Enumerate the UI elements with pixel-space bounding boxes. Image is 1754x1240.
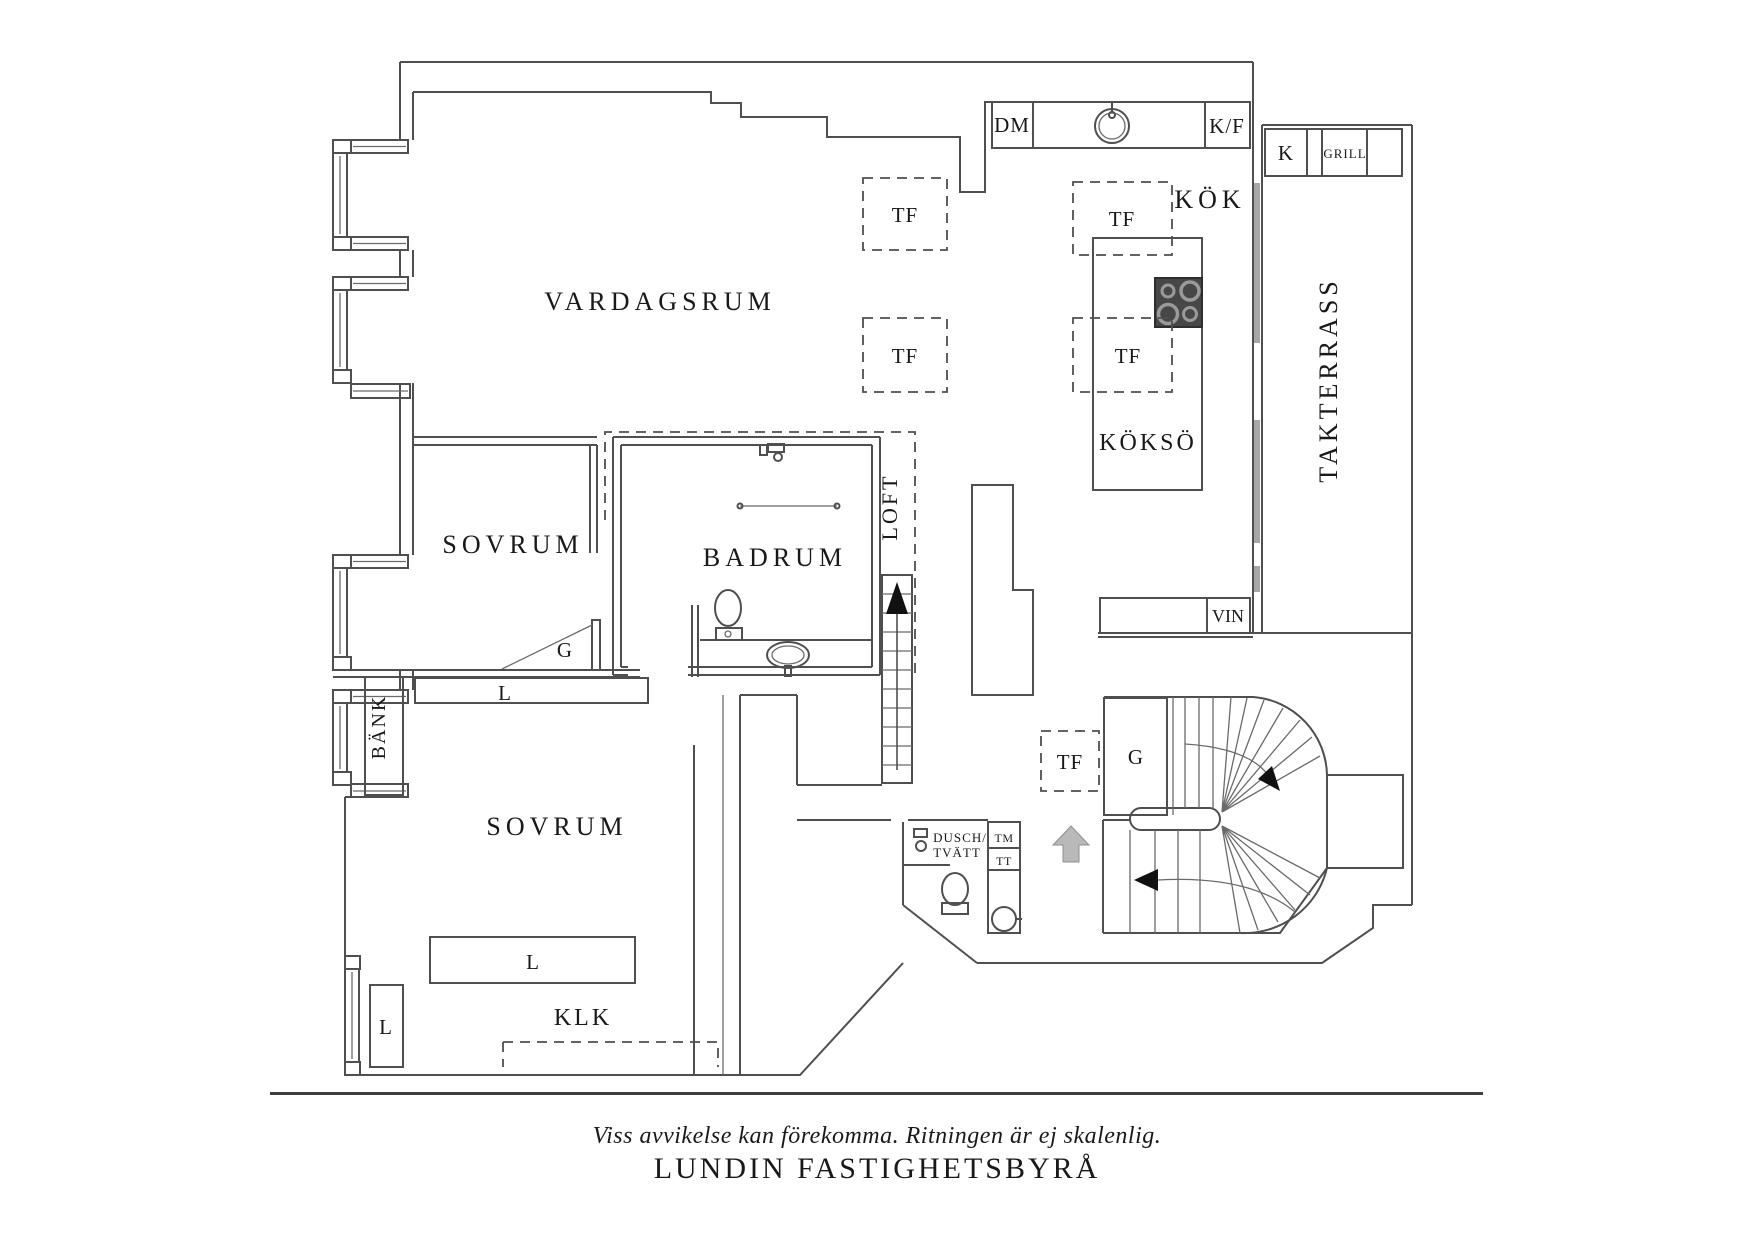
footer-brand: LUNDIN FASTIGHETSBYRÅ	[654, 1152, 1101, 1185]
label-wardrobe-1: G	[557, 638, 573, 662]
bathroom	[612, 436, 881, 677]
low-wardrobe-2	[429, 936, 636, 984]
skylight-icon	[862, 177, 948, 251]
bench-box	[364, 676, 404, 796]
labels: VARDAGSRUM KÖK KÖKSÖ TAKTERRASS SOVRUM S…	[367, 113, 1366, 1039]
window-bays	[332, 139, 411, 1076]
window-bay-icon	[344, 955, 361, 1076]
label-dishwasher: DM	[994, 113, 1030, 137]
skylight-icon	[1072, 181, 1173, 256]
shower-mixer-icon	[759, 443, 785, 462]
shower-rod-icon	[736, 502, 841, 510]
shower-laundry-room	[902, 821, 1022, 964]
low-wardrobe-3	[369, 984, 404, 1068]
kitchen-sink-icon	[1094, 102, 1130, 144]
bedroom2-closet	[369, 936, 719, 1068]
window-bay-icon	[332, 276, 411, 399]
label-dryer: TT	[996, 854, 1012, 868]
label-fridge: K	[1278, 141, 1294, 165]
corridor-walls	[693, 694, 988, 1075]
storage-furniture	[364, 676, 649, 796]
entry-arrow-icon	[1051, 825, 1091, 863]
toilet-icon	[941, 872, 969, 915]
label-skylight-3: TF	[892, 344, 919, 368]
label-linen-2: L	[526, 950, 540, 974]
label-wardrobe-2: G	[1128, 745, 1144, 769]
label-skylight-4: TF	[1115, 344, 1142, 368]
label-washer: TM	[995, 831, 1014, 845]
stair-down-arrow-icon	[1258, 766, 1280, 791]
label-skylight-2: TF	[1109, 207, 1136, 231]
laundry-sink-icon	[991, 906, 1022, 932]
outer-walls	[344, 61, 1413, 1076]
room-label-kokso: KÖKSÖ	[1099, 430, 1197, 456]
label-fridge-freezer: K/F	[1209, 114, 1245, 138]
footer-disclaimer: Viss avvikelse kan förekomma. Ritningen …	[593, 1123, 1162, 1149]
loft-stair-icon	[881, 574, 913, 784]
terrace-units	[1264, 128, 1403, 177]
shower-head-icon	[913, 828, 928, 852]
room-label-vardagsrum: VARDAGSRUM	[544, 287, 776, 316]
klk-dashed-storage	[502, 1041, 719, 1067]
label-linen-3: L	[379, 1015, 393, 1039]
shaft-wall	[971, 484, 1034, 696]
room-label-loft: LOFT	[877, 474, 902, 541]
label-skylight-5: TF	[1057, 750, 1084, 774]
stair-exit-arrow-icon	[1134, 869, 1158, 891]
room-label-badrum: BADRUM	[703, 543, 847, 572]
skylight-icon	[1072, 317, 1173, 393]
label-grill: GRILL	[1323, 146, 1366, 161]
stair-newel	[1129, 807, 1221, 831]
skylight-icon	[862, 317, 948, 393]
room-label-takterrass: TAKTERRASS	[1314, 277, 1343, 483]
footer: Viss avvikelse kan förekomma. Ritningen …	[270, 1092, 1483, 1185]
terrace-glazing	[1254, 183, 1260, 592]
curved-staircase	[1102, 696, 1404, 935]
window-bay-icon	[332, 554, 409, 671]
stair-wardrobe-box	[1103, 697, 1168, 816]
window-bay-icon	[332, 139, 409, 251]
label-dusch-line2: TVÄTT	[933, 845, 981, 860]
skylight-boxes	[862, 177, 1173, 792]
skylight-icon	[1040, 730, 1100, 792]
label-vin: VIN	[1212, 606, 1244, 626]
room-label-klk: KLK	[554, 1005, 612, 1031]
room-label-kok: KÖK	[1174, 185, 1245, 214]
room-label-sovrum-1: SOVRUM	[442, 530, 583, 559]
toilet-icon	[714, 589, 743, 641]
label-skylight-1: TF	[892, 203, 919, 227]
bathroom-sink-icon	[766, 641, 810, 677]
loft-area	[604, 431, 916, 784]
label-linen-1: L	[498, 681, 512, 705]
window-bay-icon	[332, 689, 409, 798]
label-dusch-line1: DUSCH/	[933, 830, 987, 845]
stair-up-arrow-icon	[886, 582, 908, 614]
room-label-sovrum-2: SOVRUM	[486, 812, 627, 841]
label-bank: BÄNK	[367, 695, 390, 760]
low-wardrobe-1	[414, 677, 649, 704]
stove-icon	[1154, 277, 1203, 328]
stair-landing	[1326, 774, 1404, 869]
footer-divider	[270, 1092, 1483, 1095]
